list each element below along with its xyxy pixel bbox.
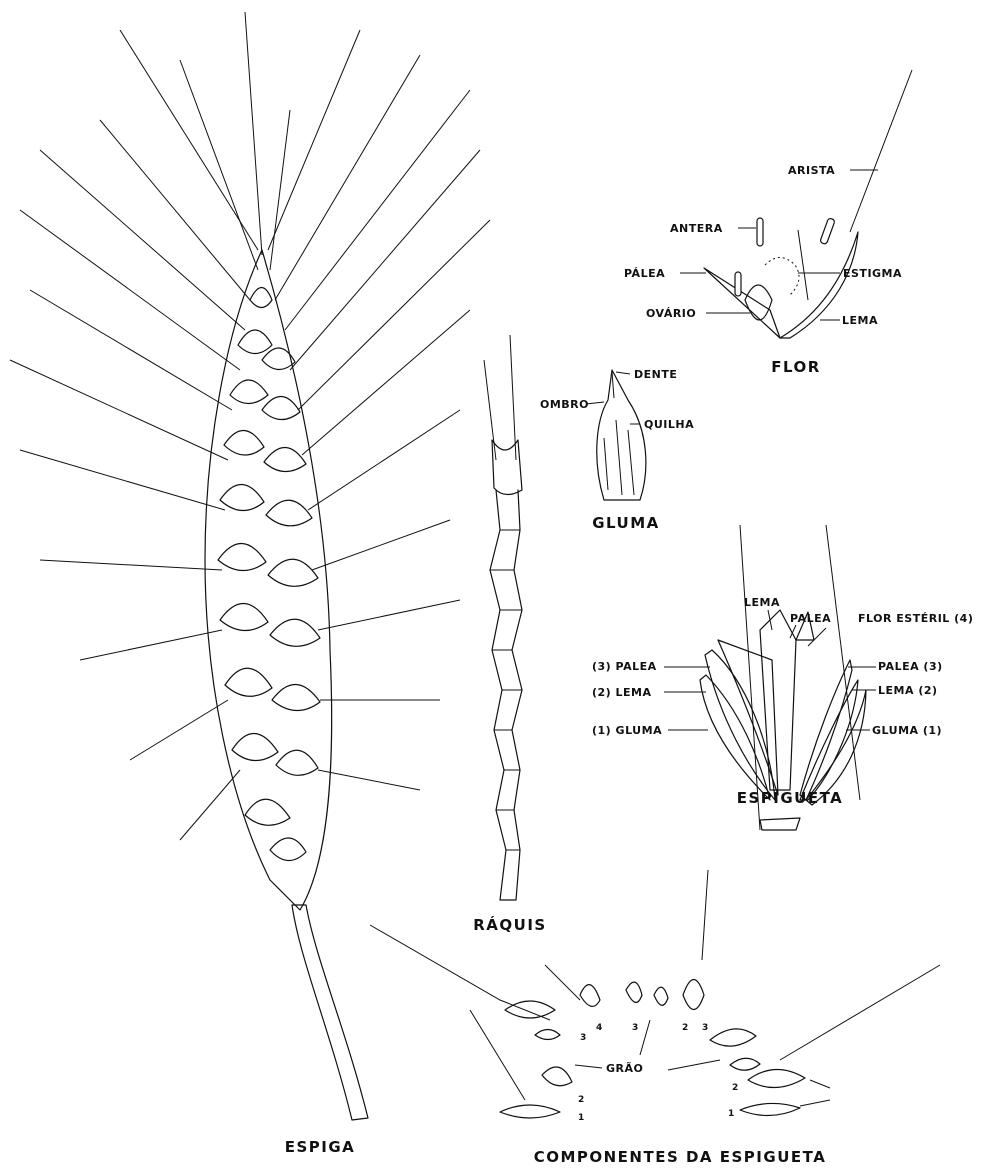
label-palea-3-left: (3) PALEA	[592, 660, 657, 673]
espigueta-drawing	[664, 525, 876, 830]
label-lema-2-left: (2) LEMA	[592, 686, 652, 699]
num-1-left: 1	[578, 1113, 584, 1123]
label-flor-esteril: FLOR ESTÉRIL (4)	[858, 612, 973, 625]
num-2-right: 2	[732, 1083, 738, 1093]
componentes-caption: COMPONENTES DA ESPIGUETA	[534, 1148, 827, 1166]
label-lema-flor: LEMA	[842, 314, 878, 327]
componentes-drawing	[370, 870, 940, 1118]
espiga-awns	[10, 12, 490, 840]
label-palea-3-right: PALEA (3)	[878, 660, 943, 673]
label-arista: ARISTA	[788, 164, 835, 177]
label-lema-espigueta: LEMA	[744, 596, 780, 609]
espiga-drawing	[10, 12, 490, 1120]
espigueta-caption: ESPIGUETA	[737, 789, 844, 807]
flor-caption: FLOR	[771, 358, 821, 376]
num-1-right: 1	[728, 1109, 734, 1119]
flor-drawing	[680, 70, 912, 338]
gluma-caption: GLUMA	[592, 514, 660, 532]
label-lema-2-right: LEMA (2)	[878, 684, 938, 697]
label-palea-flor: PÁLEA	[624, 267, 665, 280]
gluma-drawing	[586, 370, 646, 500]
label-antera: ANTERA	[670, 222, 723, 235]
num-2-mid: 2	[682, 1023, 688, 1033]
num-4-left: 4	[596, 1023, 602, 1033]
raquis-drawing	[484, 335, 522, 900]
label-gluma-1-left: (1) GLUMA	[592, 724, 662, 737]
label-ombro: OMBRO	[540, 398, 589, 411]
label-grao: GRÃO	[606, 1062, 643, 1075]
espiga-caption: ESPIGA	[285, 1138, 356, 1156]
label-ovario: OVÁRIO	[646, 307, 696, 320]
espiga-spikelets	[218, 288, 320, 861]
label-gluma-1-right: GLUMA (1)	[872, 724, 942, 737]
label-palea-espigueta: PALEA	[790, 612, 831, 625]
num-3-mid: 3	[632, 1023, 638, 1033]
raquis-caption: RÁQUIS	[473, 915, 546, 934]
num-2-left: 2	[578, 1095, 584, 1105]
num-3-left: 3	[580, 1033, 586, 1043]
label-quilha: QUILHA	[644, 418, 694, 431]
label-estigma: ESTIGMA	[843, 267, 902, 280]
label-dente: DENTE	[634, 368, 677, 381]
num-3-right: 3	[702, 1023, 708, 1033]
